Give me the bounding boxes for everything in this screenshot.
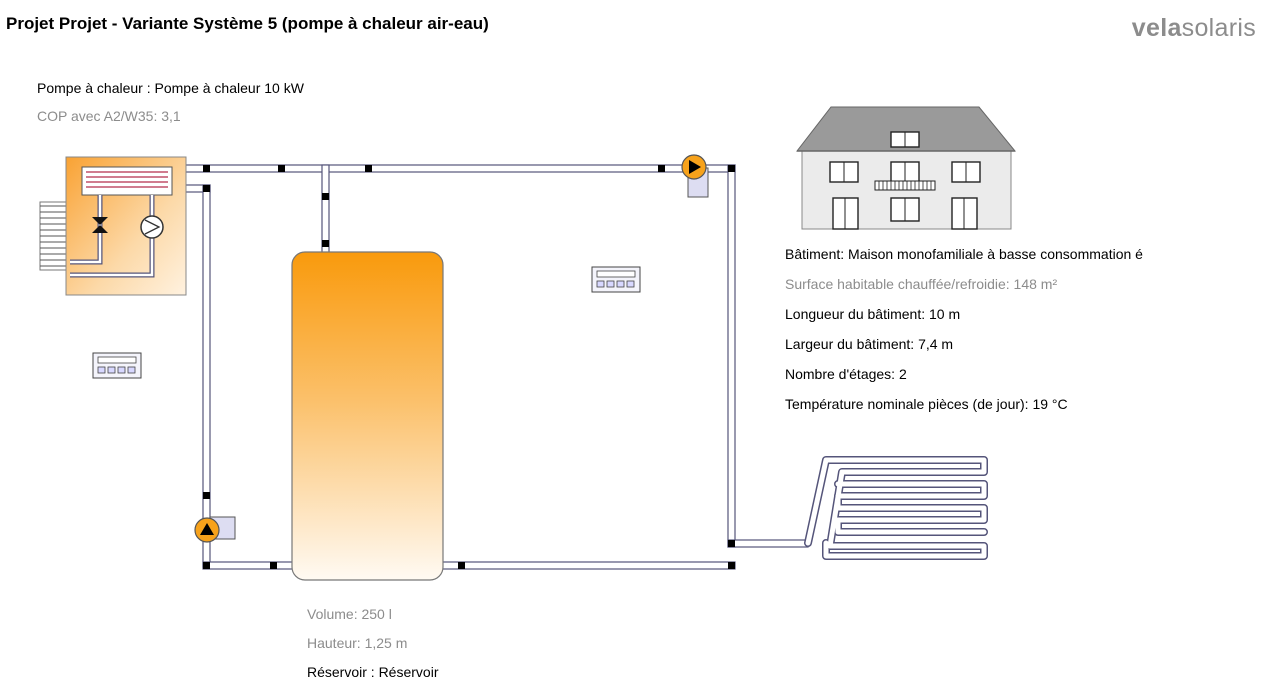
- building-area: Surface habitable chauffée/refroidie: 14…: [785, 276, 1058, 292]
- heat-pump-cop: COP avec A2/W35: 3,1: [37, 108, 181, 124]
- tank-height: Hauteur: 1,25 m: [307, 635, 408, 651]
- storage-tank[interactable]: [291, 251, 444, 581]
- building-floors: Nombre d'étages: 2: [785, 366, 907, 382]
- building-icon[interactable]: [795, 106, 1017, 230]
- pipe-joints: [203, 165, 735, 569]
- heat-pump-controller[interactable]: [92, 352, 142, 379]
- tank-volume: Volume: 250 l: [307, 606, 392, 622]
- building-temperature: Température nominale pièces (de jour): 1…: [785, 396, 1068, 412]
- building-type: Bâtiment: Maison monofamiliale à basse c…: [785, 246, 1143, 262]
- circulation-pump-bottom[interactable]: [194, 516, 236, 543]
- floor-heating-coil[interactable]: [804, 456, 988, 560]
- heat-pump-name: Pompe à chaleur : Pompe à chaleur 10 kW: [37, 80, 304, 96]
- building-length: Longueur du bâtiment: 10 m: [785, 306, 961, 322]
- circulation-pump-top[interactable]: [681, 154, 709, 198]
- building-info: Bâtiment: Maison monofamiliale à basse c…: [785, 241, 1268, 421]
- brand-logo: velasolaris: [1132, 14, 1256, 43]
- pipe-network: [167, 164, 809, 570]
- logo-light: solaris: [1181, 14, 1256, 42]
- logo-bold: vela: [1131, 14, 1182, 42]
- heat-pump-unit[interactable]: [39, 156, 187, 296]
- tank-name: Réservoir : Réservoir: [307, 664, 439, 680]
- page-title: Projet Projet - Variante Système 5 (pomp…: [6, 14, 489, 33]
- building-width: Largeur du bâtiment: 7,4 m: [785, 336, 954, 352]
- heating-controller[interactable]: [591, 266, 641, 293]
